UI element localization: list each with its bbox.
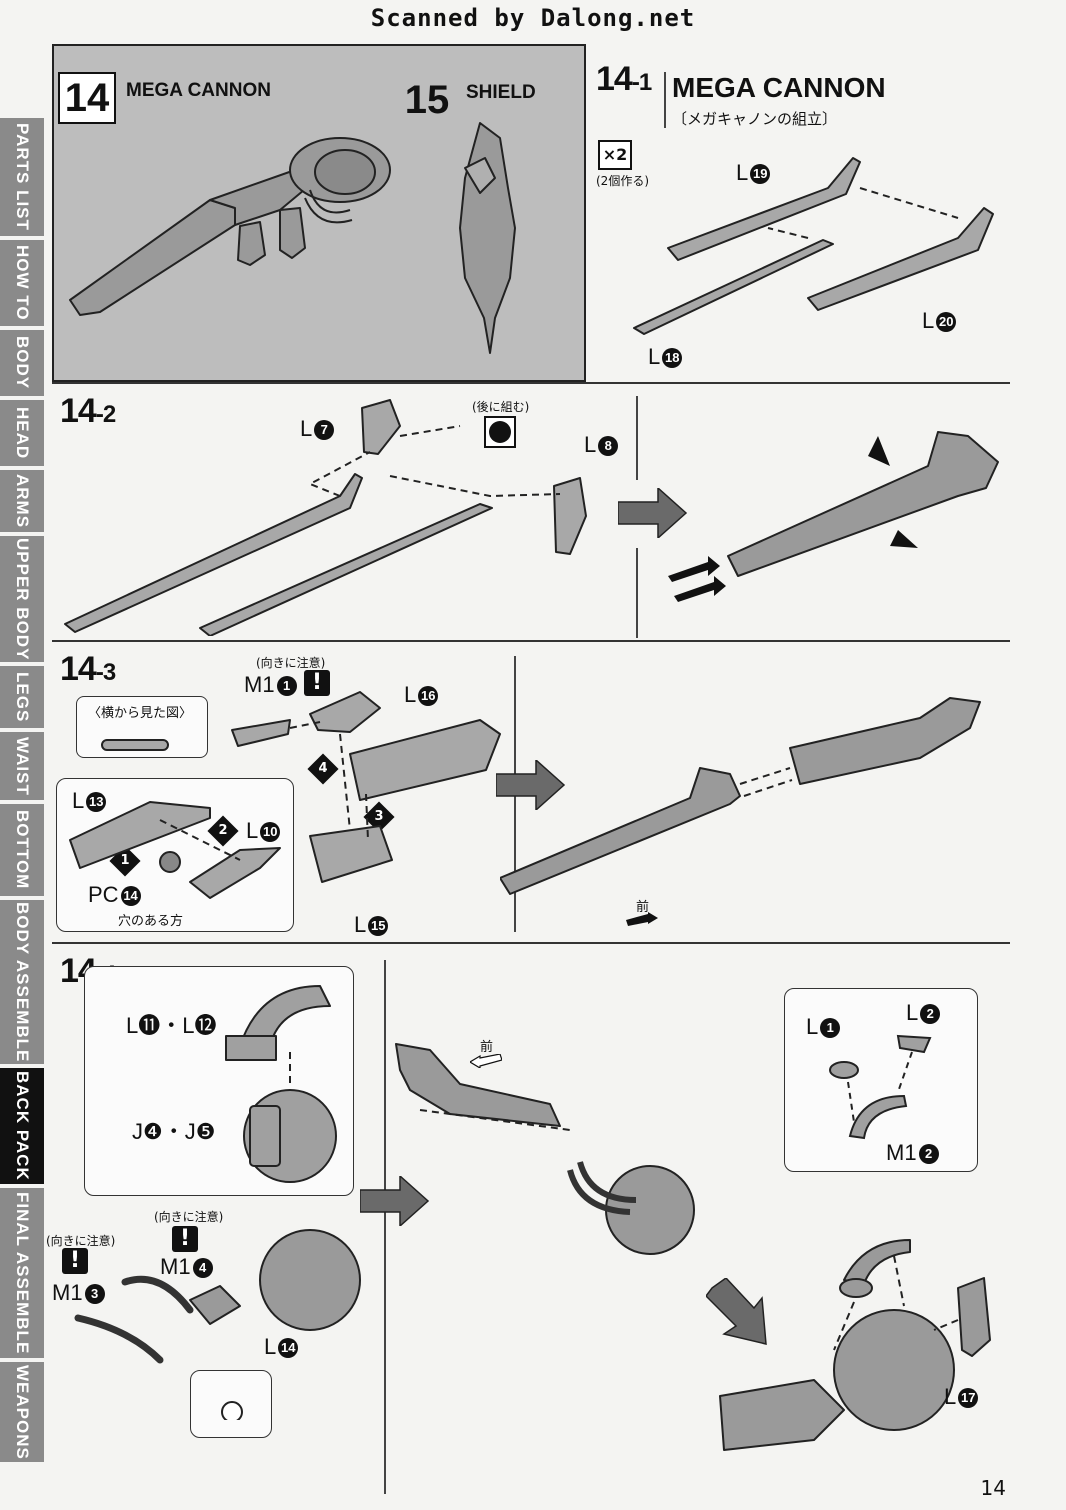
tab-weapons[interactable]: WEAPONS (0, 1362, 44, 1462)
item15-number: 15 (404, 78, 450, 122)
inset-subassembly-illustration (225, 985, 337, 1183)
multiplier-note: (2個作る) (596, 174, 649, 188)
later-assembly-icon (484, 416, 516, 448)
tab-head[interactable]: HEAD (0, 400, 44, 466)
tab-parts-list[interactable]: PARTS LIST (0, 118, 44, 236)
hole-side-note: 穴のある方 (118, 914, 184, 929)
step-14-1-illustration (633, 157, 994, 335)
tab-legs[interactable]: LEGS (0, 666, 44, 728)
step-14-4-result-illustration (719, 1239, 991, 1451)
item14-number: 14 (58, 72, 116, 124)
step-14-1-number: 14-1 (596, 60, 652, 98)
step-arrow-right (618, 488, 688, 538)
section-divider (52, 382, 1010, 384)
step-14-1-subtitle: 〔メガキャノンの組立〕 (672, 110, 838, 128)
step-14-3-result-illustration (500, 697, 981, 895)
later-assembly-note: (後に組む) (472, 400, 530, 414)
step-arrow-down-right (706, 1278, 767, 1345)
tab-how-to[interactable]: HOW TO (0, 240, 44, 326)
step-14-2-divider-lower (636, 548, 638, 638)
tab-bottom[interactable]: BOTTOM (0, 804, 44, 896)
item14-label: MEGA CANNON (126, 80, 271, 101)
mega-cannon-overview-illustration (69, 137, 391, 316)
step-arrow-right (360, 1176, 430, 1226)
tab-final-assemble[interactable]: FINAL ASSEMBLE (0, 1188, 44, 1358)
step-14-4-divider (384, 960, 386, 1494)
tab-upper-body[interactable]: UPPER BODY (0, 536, 44, 662)
step-14-4-left-illustration (74, 1229, 361, 1420)
step-14-2-result-illustration (668, 431, 999, 602)
caution-icon: ! (172, 1226, 198, 1252)
scan-watermark: Scanned by Dalong.net (370, 4, 696, 32)
inset-tube-illustration (829, 1034, 932, 1140)
section-divider (52, 942, 1010, 944)
tab-body-assemble[interactable]: BODY ASSEMBLE (0, 900, 44, 1064)
side-view-label: 〈横から見た図〉 (88, 706, 193, 721)
caution-icon: ! (62, 1248, 88, 1274)
page-number: 14 (980, 1476, 1006, 1500)
front-direction-arrow (626, 912, 658, 926)
pair-label-J4-J5: J❹・J❺ (132, 1119, 216, 1144)
orientation-note: (向きに注意) (256, 656, 326, 670)
inset-tube-box (784, 988, 978, 1172)
orientation-note-b: (向きに注意) (46, 1234, 116, 1248)
multiplier-badge: ×2 (598, 140, 632, 170)
front-direction-arrow (470, 1054, 502, 1068)
caution-icon: ! (304, 670, 330, 696)
pair-label-L11-L12: L⓫・L⓬ (126, 1013, 217, 1038)
step-14-1-title: MEGA CANNON (672, 72, 886, 103)
step-14-2-divider (636, 396, 638, 480)
front-direction-label: 前 (480, 1040, 494, 1055)
step-14-1-divider (664, 72, 666, 128)
step-14-3-number: 14-3 (60, 650, 116, 688)
tab-arms[interactable]: ARMS (0, 470, 44, 532)
step-14-2-illustration (64, 399, 587, 636)
shield-overview-illustration (459, 122, 516, 354)
orientation-note-a: (向きに注意) (154, 1210, 224, 1224)
section-divider (52, 640, 1010, 642)
tab-back-pack[interactable]: BACK PACK (0, 1068, 44, 1184)
item15-label: SHIELD (466, 82, 536, 103)
tab-waist[interactable]: WAIST (0, 732, 44, 800)
step-arrow-right (496, 760, 566, 810)
tab-body[interactable]: BODY (0, 330, 44, 396)
step-14-4-middle-illustration (395, 1043, 695, 1255)
step-14-2-number: 14-2 (60, 392, 116, 430)
step-14-3-illustration (69, 691, 501, 899)
front-direction-label: 前 (636, 900, 650, 915)
